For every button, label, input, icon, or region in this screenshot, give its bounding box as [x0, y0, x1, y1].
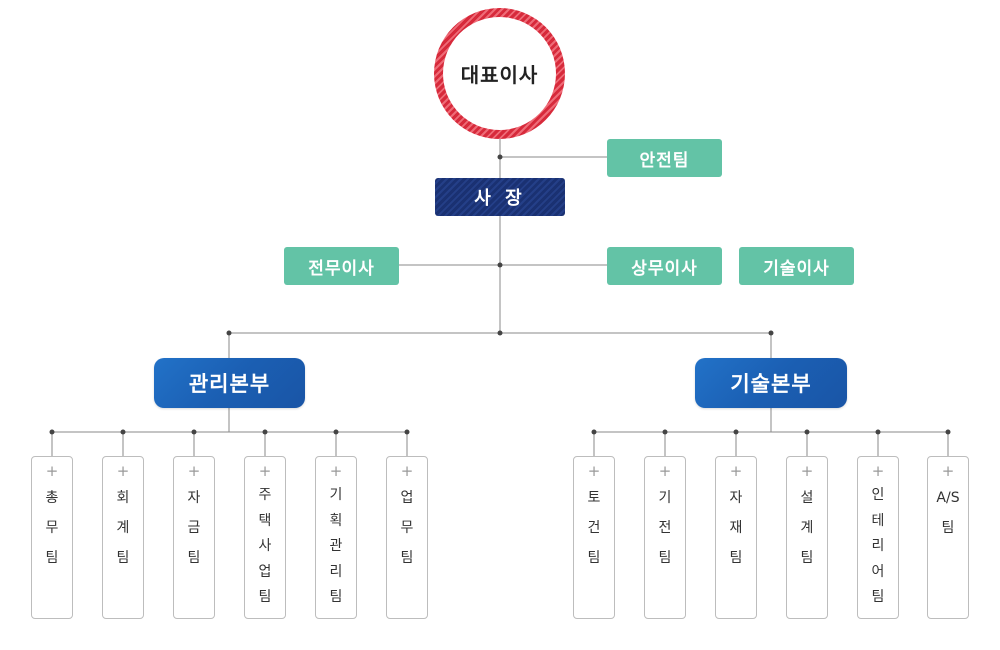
plus-icon: + [258, 462, 272, 480]
plus-icon: + [800, 462, 814, 480]
plus-icon: + [729, 462, 743, 480]
plus-icon: + [871, 462, 885, 480]
team-label: 총무팀 [45, 490, 59, 566]
team-box-housing-business: + 주택사업팀 [244, 456, 286, 619]
team-label: A/S팀 [936, 490, 960, 536]
management-division-node: 관리본부 [154, 358, 305, 408]
plus-icon: + [658, 462, 672, 480]
ceo-label: 대표이사 [443, 17, 556, 130]
team-label: 회계팀 [116, 490, 130, 566]
team-box-design: + 설계팀 [786, 456, 828, 619]
team-box-civil-engineering: + 토건팀 [573, 456, 615, 619]
team-label: 설계팀 [800, 490, 814, 566]
team-label: 자금팀 [187, 490, 201, 566]
team-box-materials: + 자재팀 [715, 456, 757, 619]
team-box-accounting: + 회계팀 [102, 456, 144, 619]
team-label: 기획관리팀 [329, 487, 343, 605]
team-label: 기전팀 [658, 490, 672, 566]
team-box-general-affairs: + 총무팀 [31, 456, 73, 619]
plus-icon: + [941, 462, 955, 480]
executive-director-node: 전무이사 [284, 247, 399, 285]
team-label: 인테리어팀 [871, 487, 885, 605]
team-label: 업무팀 [400, 490, 414, 566]
plus-icon: + [45, 462, 59, 480]
managing-director-node: 상무이사 [607, 247, 722, 285]
plus-icon: + [400, 462, 414, 480]
team-box-after-service: + A/S팀 [927, 456, 969, 619]
president-node: 사 장 [435, 178, 565, 216]
ceo-node: 대표이사 [434, 8, 565, 139]
team-box-interior: + 인테리어팀 [857, 456, 899, 619]
team-label: 자재팀 [729, 490, 743, 566]
team-label: 주택사업팀 [258, 487, 272, 605]
plus-icon: + [587, 462, 601, 480]
team-box-mechanical-electrical: + 기전팀 [644, 456, 686, 619]
plus-icon: + [116, 462, 130, 480]
team-box-operations: + 업무팀 [386, 456, 428, 619]
safety-team-node: 안전팀 [607, 139, 722, 177]
plus-icon: + [187, 462, 201, 480]
technology-division-node: 기술본부 [695, 358, 847, 408]
technical-director-node: 기술이사 [739, 247, 854, 285]
team-box-finance: + 자금팀 [173, 456, 215, 619]
team-box-planning-management: + 기획관리팀 [315, 456, 357, 619]
plus-icon: + [329, 462, 343, 480]
team-label: 토건팀 [587, 490, 601, 566]
